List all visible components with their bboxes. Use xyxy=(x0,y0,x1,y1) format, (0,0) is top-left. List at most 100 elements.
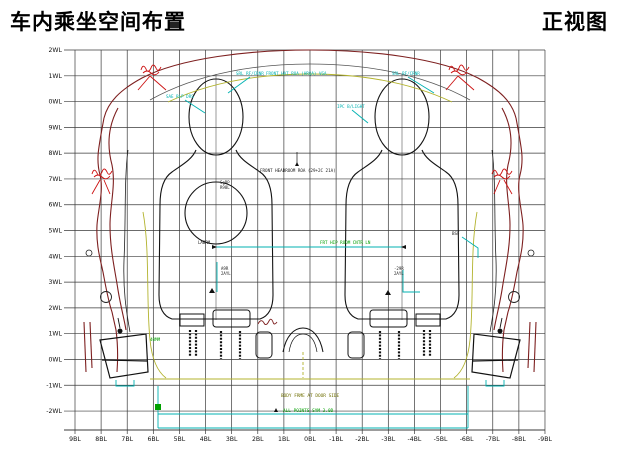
waterline-label: -1WL xyxy=(46,382,62,389)
waterline-label: 0WL xyxy=(48,99,62,106)
buttockline-label: 2BL xyxy=(252,436,264,443)
anno-rf-corner-right: SRL RF/CRNR xyxy=(392,71,420,76)
occupant-manikins xyxy=(158,74,460,320)
revision-roof-left xyxy=(140,64,162,76)
door-hole-right-large xyxy=(508,291,520,303)
armrest-right-knob xyxy=(497,328,503,334)
leader-rf-right xyxy=(407,76,435,94)
anno-body-frame: BODY FRME AT DOOR SIDE xyxy=(281,393,340,399)
buttockline-label: -6BL xyxy=(460,436,474,443)
buttockline-label: -8BL xyxy=(512,436,526,443)
headliner-arc xyxy=(149,63,471,101)
buttockline-label: 1BL xyxy=(278,436,290,443)
armrest-left-knob xyxy=(117,328,123,334)
green-markers xyxy=(155,404,161,410)
waterline-label: 8WL xyxy=(48,150,62,157)
waterline-label: 2WL xyxy=(48,47,62,54)
doorinner-left xyxy=(108,107,127,331)
sill-right-a xyxy=(533,321,537,373)
anno-track-right-1: -29R xyxy=(394,266,404,271)
revision-side-left-arrow xyxy=(91,179,111,195)
seatbelt-right xyxy=(453,211,478,379)
waterline-label: 2WL xyxy=(48,305,62,312)
seatbelt-left xyxy=(142,211,167,379)
revision-roof-right-arrows xyxy=(445,75,475,91)
grid xyxy=(64,49,546,434)
buckle-left-scribble xyxy=(257,318,278,326)
track-right-triangle xyxy=(385,290,391,295)
inner-roof-line xyxy=(167,73,453,103)
waterline-label: 1WL xyxy=(48,73,62,80)
anno-sym: ALL POINTS SYM 3.0D xyxy=(283,408,334,414)
driver-torso xyxy=(158,149,274,320)
measure-markers xyxy=(209,152,406,412)
waterline-label: 0WL xyxy=(48,356,62,363)
view-name-label: 正视图 xyxy=(542,11,608,34)
revision-side-right xyxy=(491,168,513,180)
sym-triangle xyxy=(274,408,278,412)
armrest-left xyxy=(99,333,149,379)
track-stack-l2 xyxy=(219,331,242,359)
roof-outline-right xyxy=(309,49,517,119)
doorinner-right xyxy=(493,107,512,331)
passenger-torso xyxy=(344,149,460,320)
anno-ipc-blight: IPC B/LIGHT xyxy=(337,104,365,109)
floor-box xyxy=(157,386,469,429)
buttockline-label: -1BL xyxy=(329,436,343,443)
track-stack-l1 xyxy=(188,330,198,356)
buttockline-label: -7BL xyxy=(486,436,500,443)
door-hole-left-small xyxy=(85,249,93,257)
track-stack-r1 xyxy=(422,330,432,356)
tunnel-hump xyxy=(282,327,324,353)
waterline-label: 6WL xyxy=(48,202,62,209)
buttockline-label: 3BL xyxy=(226,436,238,443)
door-hole-left-large xyxy=(100,291,112,303)
armrest-right-clip xyxy=(485,380,505,387)
waterline-label: 7WL xyxy=(48,176,62,183)
anno-40mm: 40MM xyxy=(150,337,161,342)
buttockline-label: 4BL xyxy=(200,436,212,443)
sym-point-square xyxy=(155,404,161,410)
buttockline-label: -3BL xyxy=(381,436,395,443)
anno-rf-corner-left: SRL RF/CRNR xyxy=(236,71,264,76)
anno-track-left-2: 2AYL xyxy=(221,271,231,276)
tunnel-hump-inner xyxy=(288,333,318,353)
buttockline-label: -5BL xyxy=(434,436,448,443)
car-body-outline xyxy=(83,49,537,373)
waterline-label: 4WL xyxy=(48,253,62,260)
anno-sgrp-1: SgRP xyxy=(220,180,230,185)
track-bracket-r2 xyxy=(369,309,408,328)
anno-bsf: BSF xyxy=(452,231,460,236)
revision-side-right-arrow xyxy=(493,179,513,195)
armrest-left-clip xyxy=(115,380,135,387)
leader-bsf xyxy=(461,236,479,258)
anno-front-hat: FRONT HAT ROA (HRQA) VGA xyxy=(266,71,327,76)
sill-right-b xyxy=(527,321,531,369)
buttockline-label: -9BL xyxy=(538,436,552,443)
armrest-right xyxy=(471,333,521,379)
waterline-label: 9WL xyxy=(48,124,62,131)
hip-left-arrow xyxy=(212,245,217,249)
revision-roof-left-arrows xyxy=(137,75,167,91)
anno-labrm: LABRM xyxy=(198,240,211,245)
olive-reference-lines xyxy=(142,73,478,380)
anno-hip-room: FRT HIP ROOM CNTR LN xyxy=(320,240,371,245)
armrest-left-stem xyxy=(117,317,121,329)
page-title: 车内乘坐空间布置 xyxy=(10,11,186,34)
track-marker-right xyxy=(402,270,420,293)
buttockline-label: 9BL xyxy=(69,436,81,443)
waterline-label: 3WL xyxy=(48,279,62,286)
track-bracket-r1 xyxy=(415,313,441,327)
leader-sae-rlp xyxy=(184,99,206,114)
door-hole-right-small xyxy=(527,249,535,257)
revision-roof-right xyxy=(448,64,470,76)
buttockline-label: 5BL xyxy=(174,436,186,443)
track-stack-r2 xyxy=(378,331,401,359)
anno-track-right-2: 2AYL xyxy=(394,271,404,276)
track-bracket-l1 xyxy=(179,313,205,327)
revision-marks xyxy=(91,64,513,195)
buckle-left xyxy=(255,331,273,359)
seat-track-sections xyxy=(179,309,441,359)
